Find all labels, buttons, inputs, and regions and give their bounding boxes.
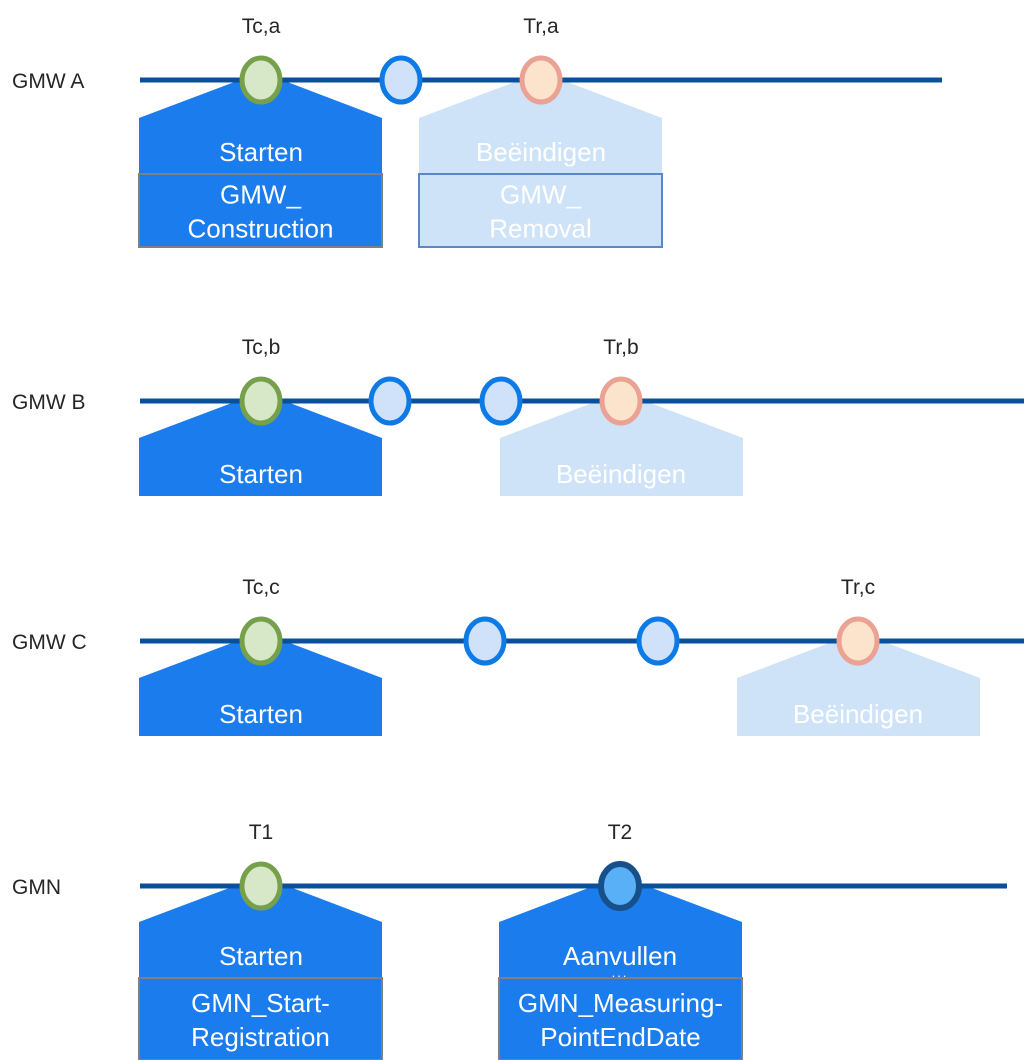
marker-tc-a[interactable] <box>239 55 283 105</box>
marker-tr-c[interactable] <box>836 616 880 666</box>
time-label-marker-tr-c: Tr,c <box>841 576 875 599</box>
event-pentagon <box>499 876 742 978</box>
event-title: Starten <box>219 941 303 971</box>
row-label-gmw-b: GMW B <box>12 391 86 414</box>
marker-tc-c[interactable] <box>239 616 283 666</box>
event-pentagon <box>500 392 743 496</box>
time-label-marker-t1: T1 <box>249 821 274 844</box>
event-title: Beëindigen <box>793 699 923 729</box>
marker-intermediate-b1[interactable] <box>368 376 412 426</box>
marker-intermediate-c2[interactable] <box>636 616 680 666</box>
event-box-line: Removal <box>489 214 592 244</box>
event-title: Aanvullen <box>563 941 677 971</box>
row-label-gmn: GMN <box>12 876 61 899</box>
marker-t1[interactable] <box>239 861 283 911</box>
time-label-marker-tc-c: Tc,c <box>242 576 279 599</box>
marker-intermediate-b2[interactable] <box>479 376 523 426</box>
event-subtitle: ... <box>612 965 629 980</box>
event-pentagon <box>139 876 382 978</box>
marker-intermediate-c1[interactable] <box>463 616 507 666</box>
event-starten-c[interactable]: Starten <box>139 632 382 736</box>
time-label-marker-tc-b: Tc,b <box>242 336 281 359</box>
time-label-marker-tc-a: Tc,a <box>242 15 281 38</box>
timeline-row-gmw-c: Starten Beëindigen GMW C Tc,c Tr,c <box>12 576 1024 736</box>
marker-tr-a[interactable] <box>519 55 563 105</box>
time-label-marker-t2: T2 <box>608 821 633 844</box>
event-box <box>138 977 383 1060</box>
row-label-gmw-a: GMW A <box>12 70 84 93</box>
event-title: Starten <box>219 137 303 167</box>
event-box-line: GMN_Start- <box>191 988 330 1018</box>
event-beeindigen-c[interactable]: Beëindigen <box>737 632 980 736</box>
event-box-line: GMW_ <box>500 180 581 210</box>
event-box-line: Registration <box>191 1022 330 1052</box>
marker-tr-b[interactable] <box>599 376 643 426</box>
event-box-line: PointEndDate <box>540 1022 700 1052</box>
event-box-line: GMN_Measuring- <box>518 988 723 1018</box>
row-label-gmw-c: GMW C <box>12 631 87 654</box>
event-pentagon <box>139 392 382 496</box>
event-pentagon <box>419 72 662 174</box>
event-box <box>498 977 743 1060</box>
timeline-row-gmw-b: Starten Beëindigen GMW B Tc,b Tr,b <box>12 336 1024 496</box>
event-box <box>138 173 383 248</box>
event-title: Beëindigen <box>556 459 686 489</box>
marker-tc-b[interactable] <box>239 376 283 426</box>
event-pentagon <box>139 632 382 736</box>
event-box-line: GMW_ <box>220 180 301 210</box>
event-aanvullen-gmn-measuringpointenddate[interactable]: Aanvullen... GMN_Measuring- PointEndDate <box>498 876 743 1060</box>
event-box-line: Construction <box>188 214 334 244</box>
event-title: Starten <box>219 459 303 489</box>
event-title: Beëindigen <box>476 137 606 167</box>
event-title: Starten <box>219 699 303 729</box>
event-box <box>418 173 663 248</box>
marker-intermediate-a1[interactable] <box>379 55 423 105</box>
time-label-marker-tr-b: Tr,b <box>603 336 638 359</box>
event-beeindigen-b[interactable]: Beëindigen <box>500 392 743 496</box>
event-pentagon <box>139 72 382 174</box>
time-label-marker-tr-a: Tr,a <box>523 15 559 38</box>
marker-t2[interactable] <box>598 861 642 911</box>
event-pentagon <box>737 632 980 736</box>
event-starten-b[interactable]: Starten <box>139 392 382 496</box>
